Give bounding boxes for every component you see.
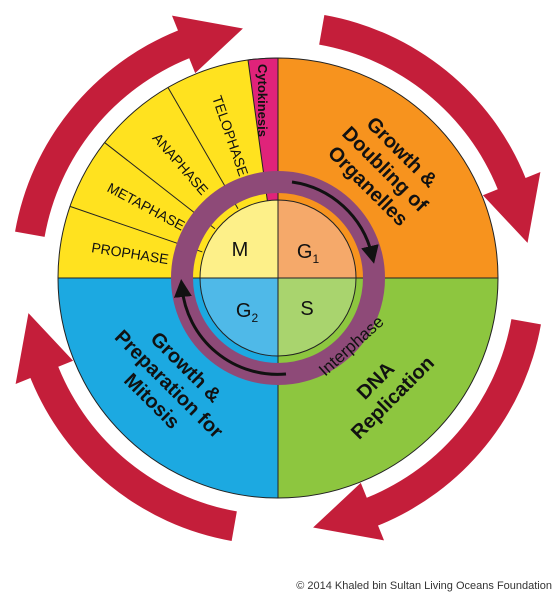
copyright-credit: © 2014 Khaled bin Sultan Living Oceans F… bbox=[296, 580, 552, 592]
inner-m bbox=[199, 199, 279, 279]
outer-cycle-arrows bbox=[15, 15, 541, 541]
interphase-arrow-left bbox=[173, 279, 287, 376]
cytokinesis-label: Cytokinesis bbox=[255, 64, 270, 137]
inner-g2 bbox=[199, 277, 279, 357]
outer-cycle-arrow bbox=[313, 319, 541, 541]
outer-cycle-arrow bbox=[319, 15, 541, 243]
outer-cycle-arrow bbox=[15, 15, 243, 237]
inner-g1 bbox=[277, 199, 357, 279]
outer-cycle-arrow bbox=[15, 313, 237, 541]
inner-g1-label: G1 bbox=[297, 241, 320, 266]
interphase-arrow-right bbox=[291, 180, 379, 264]
inner-s-label: S bbox=[300, 298, 313, 320]
inner-g2-label: G2 bbox=[236, 300, 259, 325]
inner-s bbox=[277, 277, 357, 357]
inner-m-label: M bbox=[232, 239, 249, 261]
